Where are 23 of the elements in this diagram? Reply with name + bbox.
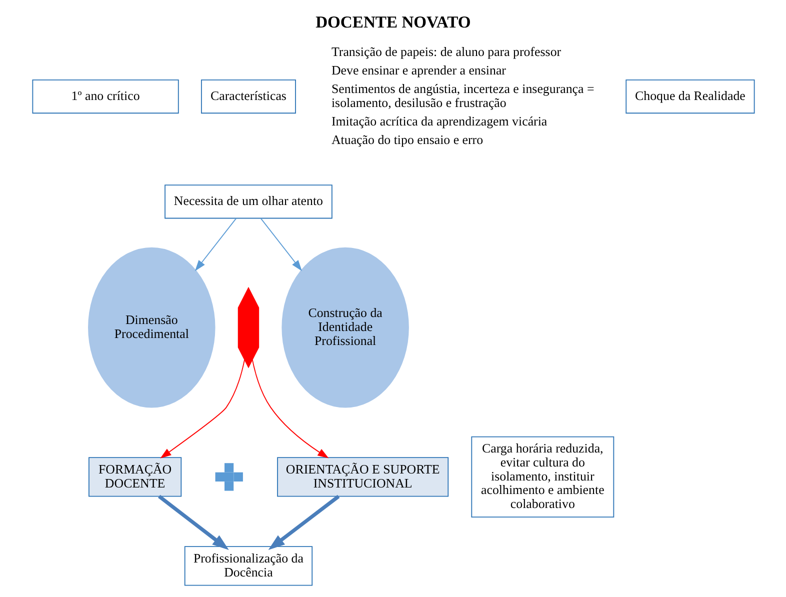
label: Transição de papeis: de aluno para professor (330, 44, 561, 60)
node-box: Profissionalização da Docência (184, 546, 312, 586)
label: Atuação do tipo ensaio e erro (330, 132, 483, 147)
label: Deve ensinar e aprender a ensinar (330, 62, 506, 78)
diagram-title: DOCENTE NOVATO (315, 12, 470, 32)
arrow (268, 494, 340, 550)
arrow (194, 218, 236, 272)
arrow (158, 494, 228, 550)
node-box: Carga horária reduzida, evitar cultura do isolamento, instituir acolhimento e ambiente colaborativo (470, 436, 614, 518)
node-ellipse: Dimensão Procedimental (88, 247, 215, 408)
label: Imitação acrítica da aprendizagem vicária (330, 113, 547, 128)
label: Sentimentos de angústia, incerteza e insegurança = isolamento, desilusão e frustração (330, 81, 594, 110)
node-box: 1º ano crítico (32, 79, 178, 114)
node-box: ORIENTAÇÃO E SUPORTE INSTITUCIONAL (276, 457, 448, 497)
node-box: Características (200, 79, 296, 114)
arrow (251, 359, 328, 458)
node-hexagon (237, 286, 259, 368)
node-box: FORMAÇÃO DOCENTE (88, 457, 182, 497)
arrow (160, 359, 244, 458)
node-ellipse: Construção da Identidade Profissional (281, 247, 408, 408)
node-box: Choque da Realidade (625, 79, 754, 114)
arrow (260, 218, 302, 272)
node-box: Necessita de um olhar atento (164, 184, 332, 219)
